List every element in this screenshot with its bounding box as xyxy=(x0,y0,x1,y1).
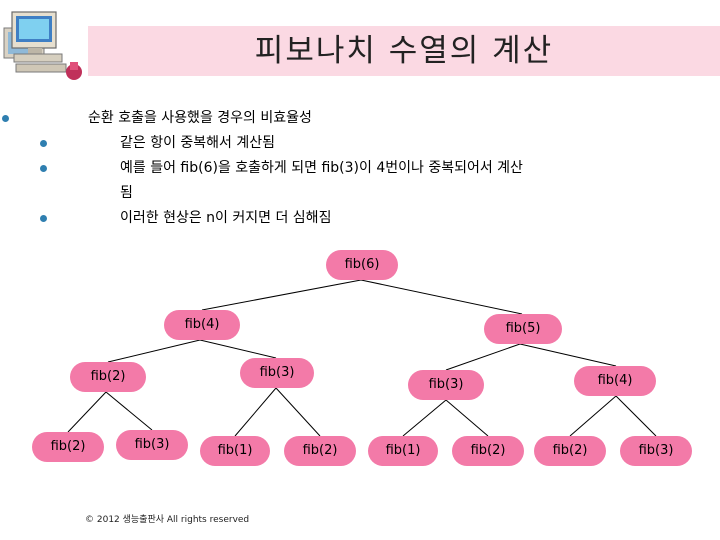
bullet-item: 순환 호출을 사용했을 경우의 비효율성 xyxy=(88,110,312,126)
bullet-dot-icon xyxy=(40,215,47,222)
tree-edge xyxy=(445,399,489,437)
bullet-dot-icon xyxy=(2,115,9,122)
tree-edges xyxy=(67,279,657,437)
computer-logo-icon xyxy=(3,11,82,80)
tree-edge xyxy=(234,387,277,437)
bullet-dot-icon xyxy=(40,165,47,172)
tree-edge xyxy=(569,395,617,437)
tree-node: fib(4) xyxy=(574,366,656,396)
bullet-subitem-continuation: 됨 xyxy=(120,185,133,201)
tree-edge xyxy=(201,279,362,311)
bullet-subitem: 같은 항이 중복해서 계산됨 xyxy=(120,135,276,151)
tree-node: fib(2) xyxy=(32,432,104,462)
tree-edge xyxy=(105,391,153,431)
tree-edge xyxy=(199,339,277,359)
bullet-subitem: 이러한 현상은 n이 커지면 더 심해짐 xyxy=(120,210,332,226)
tree-node: fib(6) xyxy=(326,250,398,280)
tree-edge xyxy=(275,387,321,437)
tree-edge xyxy=(519,343,617,367)
tree-node: fib(3) xyxy=(408,370,484,400)
bullet-dot-icon xyxy=(40,140,47,147)
tree-edge xyxy=(402,399,447,437)
tree-node: fib(2) xyxy=(534,436,606,466)
slide-title: 피보나치 수열의 계산 xyxy=(254,33,554,69)
tree-node: fib(2) xyxy=(284,436,356,466)
tree-node: fib(2) xyxy=(452,436,524,466)
tree-node: fib(1) xyxy=(368,436,438,466)
tree-edge xyxy=(67,391,107,433)
tree-node: fib(3) xyxy=(116,430,188,460)
copyright-footer: © 2012 생능출판사 All rights reserved xyxy=(85,515,250,525)
tree-edge xyxy=(107,339,201,363)
tree-node: fib(2) xyxy=(70,362,146,392)
tree-node: fib(4) xyxy=(164,310,240,340)
bullet-subitem: 예를 들어 fib(6)을 호출하게 되면 fib(3)이 4번이나 중복되어서… xyxy=(120,160,523,176)
tree-node: fib(3) xyxy=(620,436,692,466)
tree-edge xyxy=(360,279,523,315)
tree-edge xyxy=(445,343,521,371)
tree-node: fib(1) xyxy=(200,436,270,466)
title-band xyxy=(88,26,720,76)
tree-node: fib(5) xyxy=(484,314,562,344)
tree-node: fib(3) xyxy=(240,358,314,388)
tree-edge xyxy=(615,395,657,437)
